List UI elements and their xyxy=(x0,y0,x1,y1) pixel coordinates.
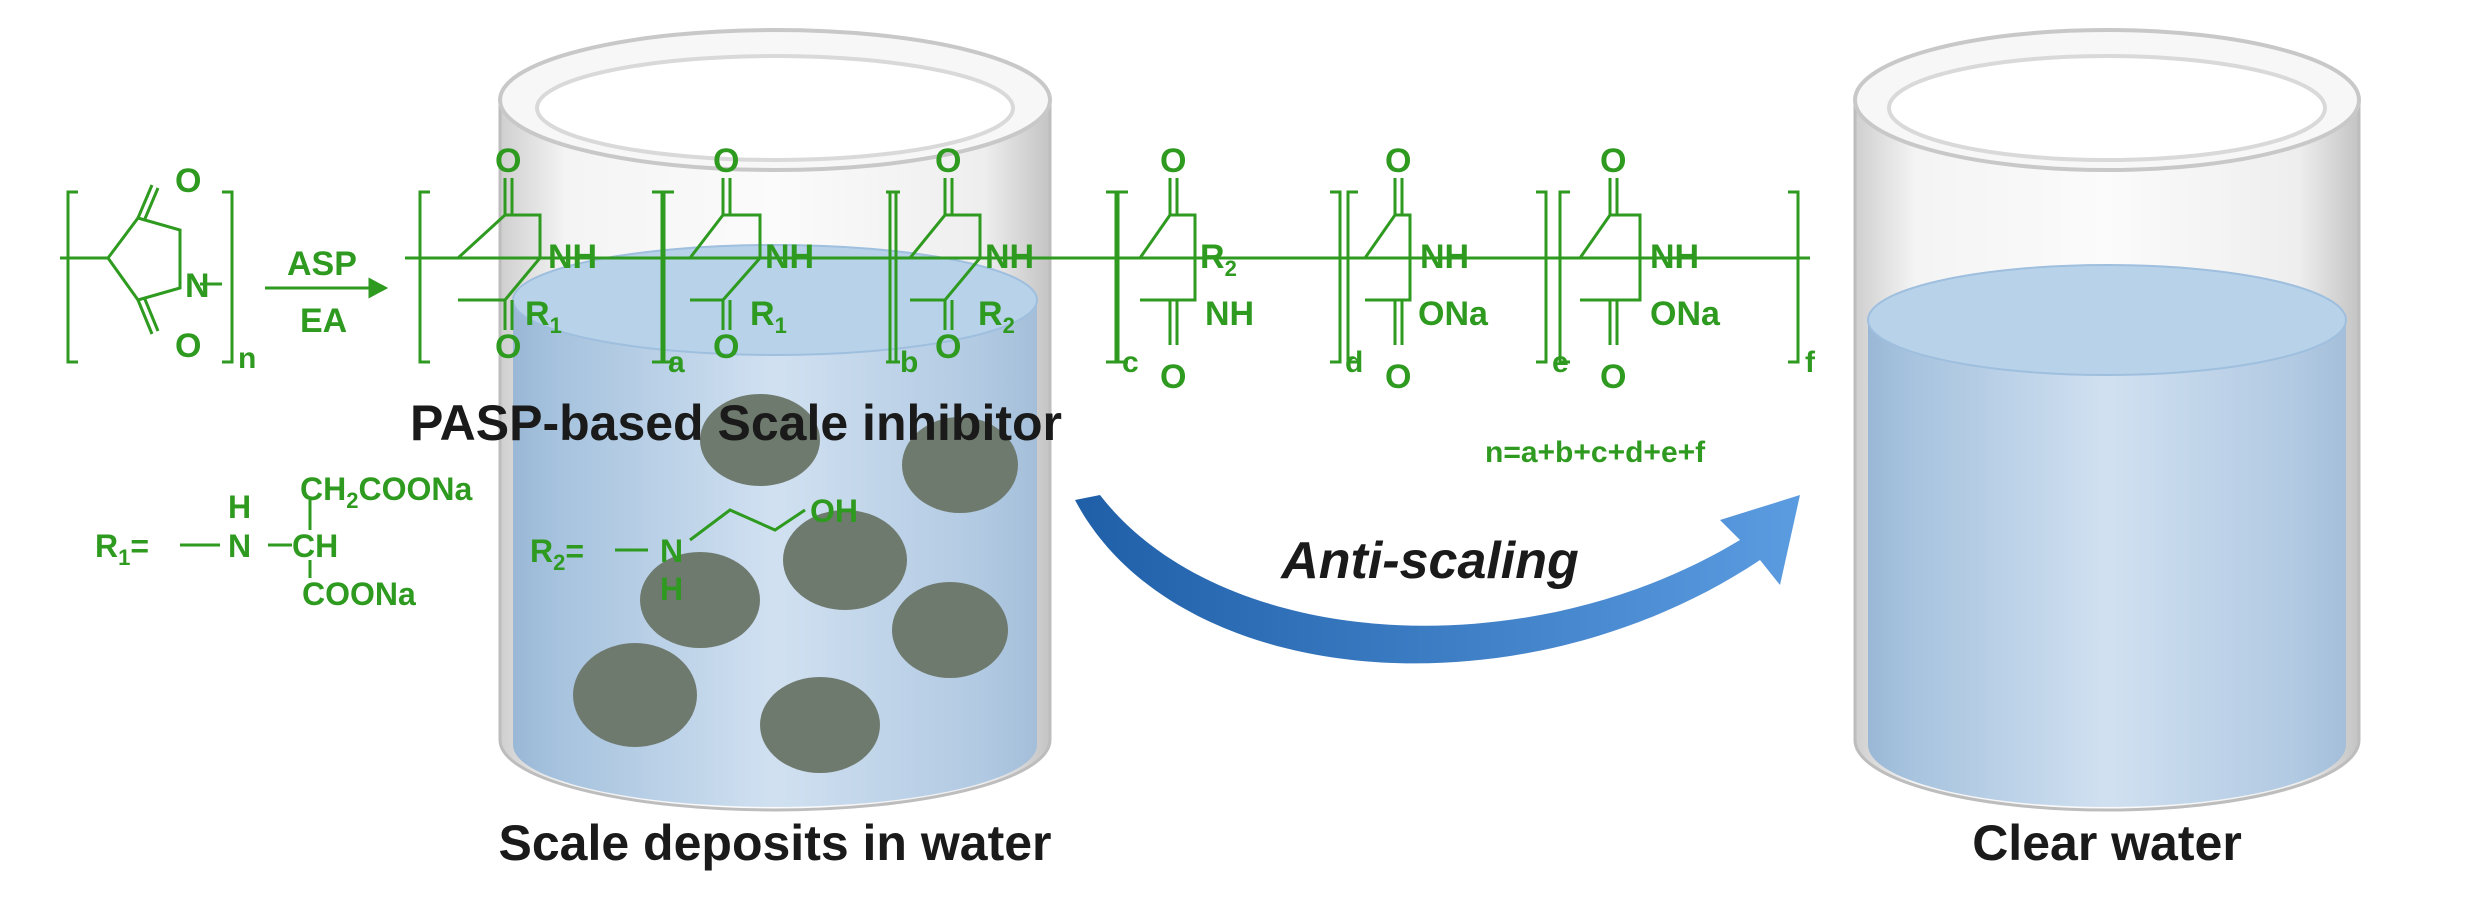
repeat-subscript: b xyxy=(900,346,918,379)
r2-n: N xyxy=(660,533,683,569)
amide-nh: NH xyxy=(765,238,814,276)
carbonyl-oxygen: O xyxy=(495,142,521,180)
carbonyl-oxygen: O xyxy=(1385,142,1411,180)
side-group: R2 xyxy=(1200,238,1237,281)
carbonyl-oxygen: O xyxy=(713,142,739,180)
reagent-top: ASP xyxy=(287,245,357,283)
side-group: ONa xyxy=(1418,295,1489,333)
segment-d xyxy=(1116,178,1342,364)
r2-label: R2= xyxy=(530,533,584,575)
amide-nh: NH xyxy=(1420,238,1469,276)
scale-particle xyxy=(783,510,907,610)
carbonyl-oxygen: O xyxy=(1600,358,1626,396)
r2-oh: OH xyxy=(810,493,858,529)
scale-particle xyxy=(640,552,760,648)
segment-labels: OONHR1aOONHR1bOONHR2cOONHR2dOONHONaeOONH… xyxy=(495,142,1816,396)
monomer-subscript: n xyxy=(238,342,256,375)
reagent-bottom: EA xyxy=(300,302,347,340)
amide-nh: NH xyxy=(1205,295,1254,333)
side-group: ONa xyxy=(1650,295,1721,333)
anti-scaling-label: Anti-scaling xyxy=(1279,532,1579,590)
carbonyl-oxygen: O xyxy=(1160,358,1186,396)
reaction-scheme xyxy=(60,178,1810,578)
nitrogen-label: N xyxy=(185,267,210,305)
amide-nh: NH xyxy=(548,238,597,276)
repeat-subscript: a xyxy=(668,346,685,379)
repeat-subscript: f xyxy=(1805,346,1816,379)
scale-particle xyxy=(700,394,820,486)
segment-a xyxy=(418,178,664,364)
scale-particles xyxy=(573,394,1018,773)
segment-c xyxy=(888,178,1118,364)
carbonyl-oxygen: O xyxy=(1600,142,1626,180)
scale-particle xyxy=(760,677,880,773)
r1-label: R1= xyxy=(95,528,149,570)
reagent-arrow xyxy=(265,277,389,299)
left-beaker xyxy=(498,28,1052,812)
carbonyl-oxygen: O xyxy=(495,328,521,366)
monomer-polysuccinimide xyxy=(60,184,234,364)
segment-e xyxy=(1346,178,1548,364)
chemistry-labels: O O N n ASP EA xyxy=(175,162,357,375)
r1-n: N xyxy=(228,528,251,564)
carbonyl-oxygen: O xyxy=(1385,358,1411,396)
r2-structure xyxy=(615,508,806,552)
side-group: R1 xyxy=(750,295,787,338)
substituent-labels: R1= H N CH CH2COONa COONa R2= N H OH xyxy=(95,471,858,612)
segment-f xyxy=(1558,178,1800,364)
repeat-subscript: e xyxy=(1552,346,1569,379)
carbonyl-oxygen: O xyxy=(935,328,961,366)
scale-particle xyxy=(573,643,697,747)
r1-structure xyxy=(180,500,312,578)
scale-particle xyxy=(902,417,1018,513)
right-beaker xyxy=(1853,28,2361,812)
anti-scaling-arrow: Anti-scaling xyxy=(1075,495,1800,664)
right-water-surface xyxy=(1867,264,2347,376)
right-caption: Clear water xyxy=(1972,815,2242,871)
oxygen-label: O xyxy=(175,162,201,200)
carbonyl-oxygen: O xyxy=(1160,142,1186,180)
carbonyl-oxygen: O xyxy=(935,142,961,180)
total-equation: n=a+b+c+d+e+f xyxy=(1485,436,1706,469)
r1-h: H xyxy=(228,489,251,525)
repeat-subscript: c xyxy=(1122,346,1139,379)
left-caption: Scale deposits in water xyxy=(499,815,1052,871)
r1-ch: CH xyxy=(292,528,338,564)
r1-upper-chain: CH2COONa xyxy=(300,471,472,513)
amide-nh: NH xyxy=(985,238,1034,276)
carbonyl-oxygen: O xyxy=(713,328,739,366)
product-title: PASP-based Scale inhibitor xyxy=(410,395,1062,451)
repeat-subscript: d xyxy=(1345,346,1363,379)
scale-particle xyxy=(892,582,1008,678)
r1-lower-chain: COONa xyxy=(302,576,416,612)
amide-nh: NH xyxy=(1650,238,1699,276)
r2-h: H xyxy=(660,571,683,607)
right-water-body xyxy=(1868,320,2346,807)
oxygen-label: O xyxy=(175,327,201,365)
